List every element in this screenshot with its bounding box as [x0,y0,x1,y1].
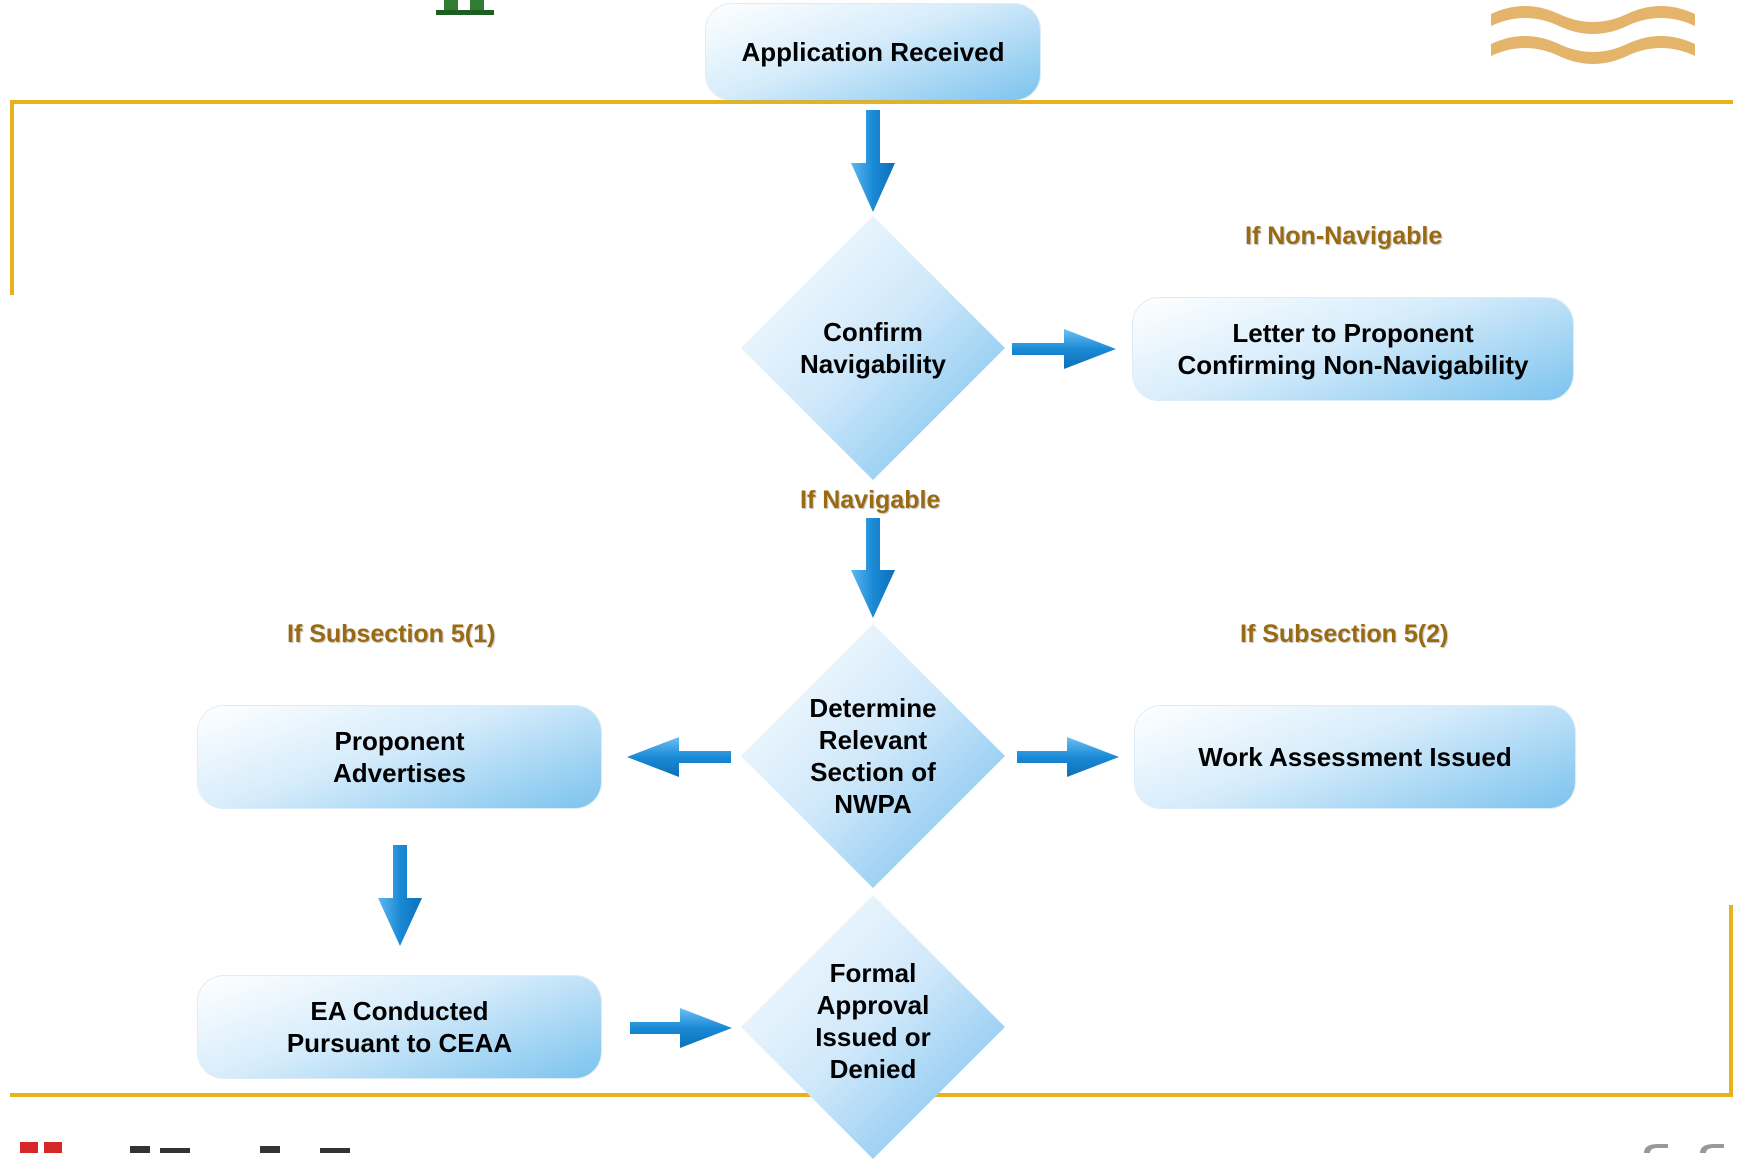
arrow-right-3 [630,1008,732,1048]
decision-confirm-navigability: Confirm Navigability [741,216,1005,480]
arrow-left-1 [627,737,731,777]
decision-formal-line-3: Issued or [815,1022,931,1052]
decision-confirm-line-2: Navigability [800,349,946,379]
node-ea-conducted: EA Conducted Pursuant to CEAA [198,976,601,1078]
frame-top-line [10,100,1733,104]
frame-right-line [1729,905,1733,1097]
decision-formal-line-2: Approval [816,990,930,1020]
decision-determine-line-4: NWPA [834,789,912,819]
logo-fragment-bottom-right-icon [1644,1144,1724,1153]
arrow-down-3 [378,845,422,946]
node-proponent-advertises: Proponent Advertises [198,706,601,808]
node-proponent-line-2: Advertises [333,758,466,788]
waves-logo-icon [1491,6,1695,64]
node-letter-to-proponent: Letter to Proponent Confirming Non-Navig… [1133,298,1573,400]
node-application-received: Application Received [706,4,1040,100]
decision-determine-line-2: Relevant [818,725,928,755]
node-letter-line-1: Letter to Proponent [1232,318,1474,348]
green-logo-fragment-icon [436,0,494,15]
decision-determine-line-3: Section of [810,757,936,787]
arrow-down-2 [851,518,895,618]
condition-navigable: If Navigable [800,486,941,514]
node-application-received-label: Application Received [741,37,1005,67]
node-work-assessment-label: Work Assessment Issued [1198,742,1512,772]
decision-determine-line-1: Determine [809,693,937,723]
arrow-right-2 [1017,737,1119,777]
arrow-down-1 [851,110,895,212]
decision-determine-section: Determine Relevant Section of NWPA [741,624,1005,888]
condition-non-navigable: If Non-Navigable [1245,222,1443,250]
canada-flag-fragment-icon [20,1142,350,1153]
decision-formal-line-4: Denied [829,1054,917,1084]
condition-subsection-5-1: If Subsection 5(1) [287,620,496,648]
arrow-right-1 [1012,329,1116,369]
node-letter-line-2: Confirming Non-Navigability [1177,350,1529,380]
node-ea-line-1: EA Conducted [310,996,489,1026]
node-ea-line-2: Pursuant to CEAA [286,1028,513,1058]
frame-left-line [10,100,14,295]
node-proponent-line-1: Proponent [334,726,465,756]
condition-subsection-5-2: If Subsection 5(2) [1240,620,1449,648]
decision-confirm-line-1: Confirm [823,317,923,347]
decision-formal-approval: Formal Approval Issued or Denied [741,895,1005,1159]
node-work-assessment: Work Assessment Issued [1135,706,1575,808]
decision-formal-line-1: Formal [829,958,917,988]
